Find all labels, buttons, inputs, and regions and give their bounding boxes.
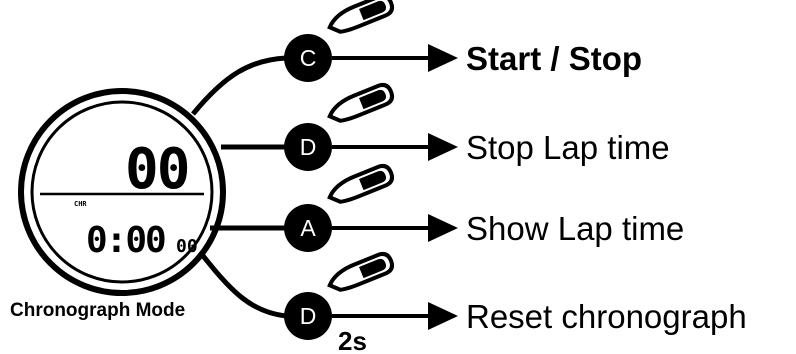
button-a[interactable] <box>284 204 332 252</box>
action-label-c: Start / Stop <box>466 40 642 77</box>
button-row-d-reset: D 2s Reset chronograph <box>284 251 747 354</box>
watch-bezel <box>18 88 226 296</box>
button-c-letter: C <box>300 45 317 71</box>
display-bottom-main: 0:00 <box>86 220 165 261</box>
connector-c <box>191 55 287 116</box>
action-label-d-lap: Stop Lap time <box>466 129 670 166</box>
connector-lines <box>191 55 287 319</box>
watch-face: 00 CHR 0:00 00 <box>18 88 226 296</box>
display-mode-indicator: CHR <box>74 200 87 208</box>
button-row-c: C Start / Stop <box>284 0 642 82</box>
finger-press-icon <box>327 163 394 204</box>
action-label-a: Show Lap time <box>466 210 684 247</box>
button-row-a: A Show Lap time <box>284 163 684 252</box>
finger-press-icon <box>327 82 394 123</box>
button-c[interactable] <box>284 34 332 82</box>
button-a-letter: A <box>300 215 316 241</box>
arrow-head-icon <box>428 133 458 161</box>
arrow-head-icon <box>428 214 458 242</box>
button-d-reset[interactable] <box>284 292 332 340</box>
display-bottom-small: 00 <box>176 236 198 257</box>
button-d[interactable] <box>284 123 332 171</box>
button-row-d-lap: D Stop Lap time <box>284 82 670 171</box>
watch-bezel-inner <box>30 100 214 284</box>
arrow-head-icon <box>428 44 458 72</box>
finger-press-icon <box>327 0 394 34</box>
finger-press-icon <box>327 251 394 292</box>
button-d-reset-letter: D <box>300 303 317 329</box>
hold-duration-label: 2s <box>338 326 367 354</box>
display-top-digits: 00 <box>125 137 188 202</box>
button-d-letter: D <box>300 134 317 160</box>
arrow-head-icon <box>428 302 458 330</box>
mode-label: Chronograph Mode <box>10 300 185 321</box>
connector-d2 <box>198 250 287 319</box>
action-label-d-reset: Reset chronograph <box>466 298 747 335</box>
